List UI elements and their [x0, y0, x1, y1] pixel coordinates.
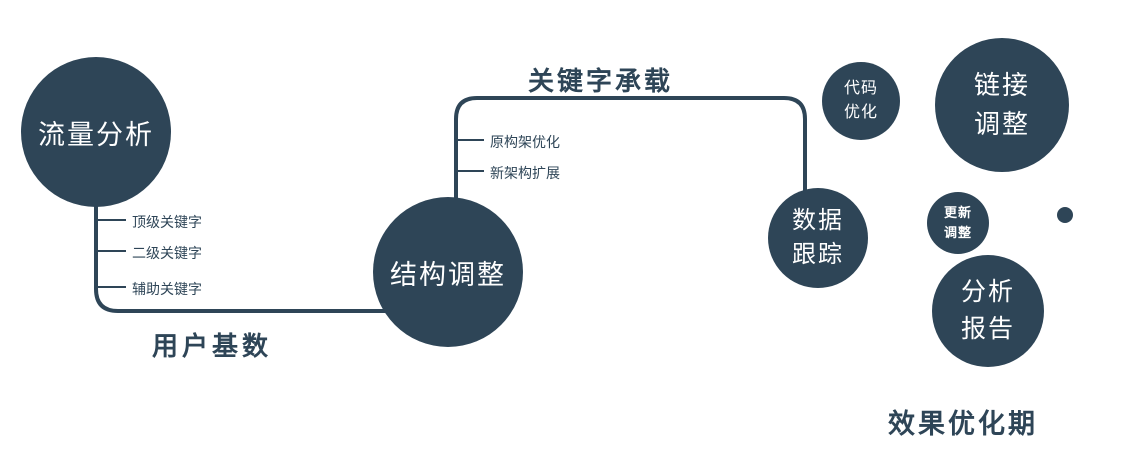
node-code-optimization-label-line2: 优化: [843, 104, 878, 121]
edge-label-user-base: 用户基数: [152, 331, 273, 361]
branch-top-level-keywords: 顶级关键字: [132, 214, 202, 230]
node-data-tracking-label-line2: 跟踪: [792, 241, 844, 268]
branch-new-architecture-expansion: 新架构扩展: [490, 165, 560, 181]
branch-original-architecture-optimization: 原构架优化: [490, 134, 560, 150]
node-traffic-analysis-label: 流量分析: [38, 119, 154, 150]
branch-secondary-keywords: 二级关键字: [132, 245, 202, 261]
node-update-adjustment: 更新 调整: [927, 192, 989, 254]
footer-phase-label: 效果优化期: [888, 409, 1038, 439]
node-code-optimization: 代码 优化: [822, 62, 900, 140]
node-analysis-report-label-line1: 分析: [960, 277, 1015, 306]
node-update-adjustment-label-line2: 调整: [943, 225, 972, 240]
branch-ticks-structure: [456, 139, 484, 172]
node-data-tracking: 数据 跟踪: [768, 188, 868, 288]
node-structure-adjustment: 结构调整: [373, 197, 523, 347]
node-code-optimization-label-line1: 代码: [843, 80, 878, 97]
bullet-dot-icon: [1057, 207, 1073, 223]
branch-auxiliary-keywords: 辅助关键字: [132, 281, 202, 297]
node-update-adjustment-label-line1: 更新: [943, 204, 972, 220]
node-link-adjustment-label-line1: 链接: [973, 70, 1030, 100]
node-link-adjustment: 链接 调整: [935, 38, 1069, 172]
connector-user-base-path: [94, 185, 400, 313]
edge-label-keyword-carrying: 关键字承载: [528, 66, 674, 96]
node-link-adjustment-label-line2: 调整: [973, 109, 1030, 139]
node-analysis-report: 分析 报告: [932, 255, 1044, 367]
node-structure-adjustment-label: 结构调整: [390, 259, 506, 290]
node-traffic-analysis: 流量分析: [21, 57, 171, 207]
node-data-tracking-label-line1: 数据: [792, 206, 844, 234]
connector-keyword-path: [454, 96, 807, 215]
node-analysis-report-label-line2: 报告: [960, 315, 1015, 343]
branch-ticks-traffic: [96, 219, 126, 288]
